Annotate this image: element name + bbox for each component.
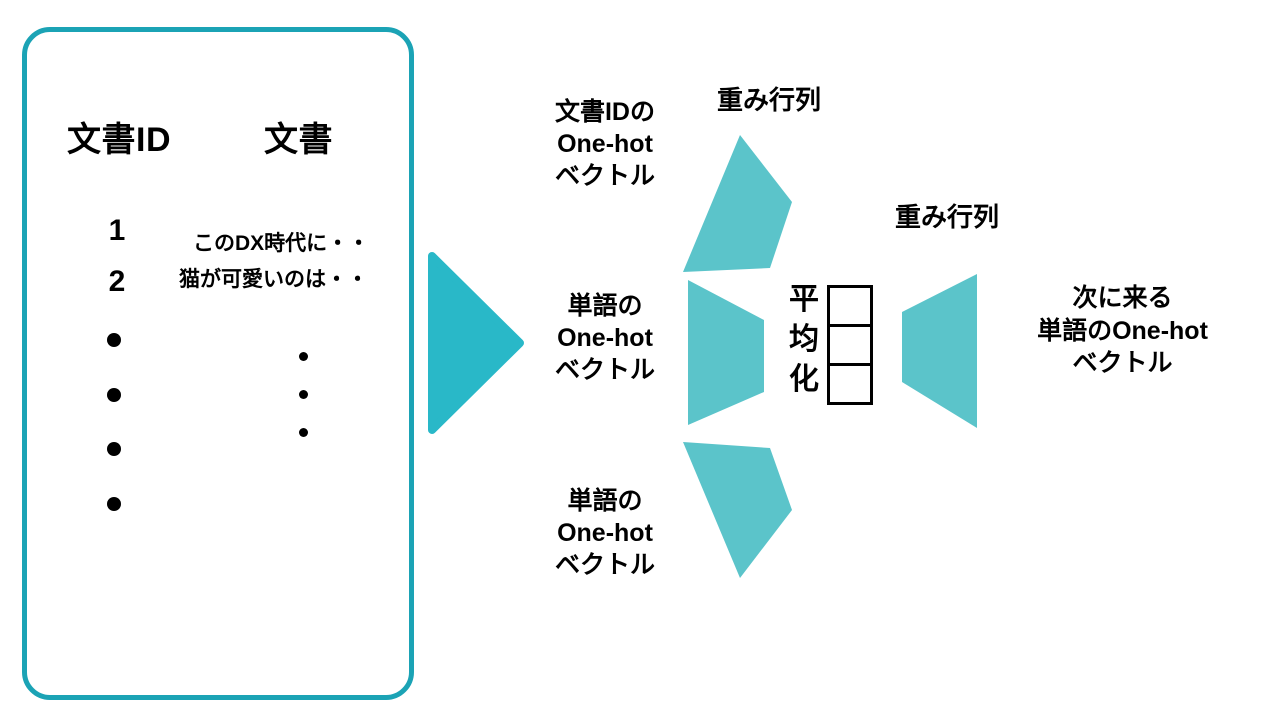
table-row-id-1: 1: [108, 214, 126, 247]
vector-cell: [830, 288, 870, 327]
column-header-document: 文書: [264, 121, 333, 159]
flow-arrow-right-icon: [428, 250, 524, 436]
averaging-char: 化: [789, 362, 819, 396]
averaging-char: 平: [789, 283, 819, 316]
vector-cell: [830, 327, 870, 366]
label-weight-matrix-output: 重み行列: [895, 202, 1000, 232]
weight-matrix-shape-middle: [688, 280, 764, 425]
table-row-id-2: 2: [108, 265, 126, 298]
weight-matrix-shapes-group: [670, 120, 810, 590]
document-table-card: 文書ID 文書 1 このDX時代に・・ 2 猫が可愛いのは・・: [22, 27, 414, 700]
table-row-document-1: このDX時代に・・: [193, 232, 370, 255]
table-row-document-2: 猫が可愛いのは・・: [179, 268, 368, 291]
weight-matrix-shape-bottom: [683, 442, 792, 578]
label-weight-matrix-input: 重み行列: [717, 85, 822, 115]
averaged-vector-cells: [827, 285, 873, 405]
column-header-document-id: 文書ID: [67, 121, 171, 159]
averaging-char: 均: [789, 322, 819, 356]
document-ellipsis-dot: [299, 428, 308, 437]
label-doc-id-onehot: 文書IDの One-hot ベクトル: [554, 98, 655, 190]
weight-matrix-shape-output: [902, 274, 977, 428]
label-next-word-onehot: 次に来る 単語のOne-hot ベクトル: [1037, 284, 1208, 377]
label-word-onehot-1: 単語の One-hot ベクトル: [554, 292, 655, 384]
vector-cell: [830, 366, 870, 402]
label-word-onehot-2: 単語の One-hot ベクトル: [554, 487, 655, 579]
label-averaging: 平均化: [786, 280, 822, 400]
id-ellipsis-dot: [107, 333, 121, 347]
id-ellipsis-dot: [107, 388, 121, 402]
document-ellipsis-dot: [299, 390, 308, 399]
id-ellipsis-dot: [107, 442, 121, 456]
id-ellipsis-dot: [107, 497, 121, 511]
weight-matrix-shape-top: [683, 135, 792, 272]
output-weight-matrix-shape-container: [898, 270, 984, 432]
document-ellipsis-dot: [299, 352, 308, 361]
